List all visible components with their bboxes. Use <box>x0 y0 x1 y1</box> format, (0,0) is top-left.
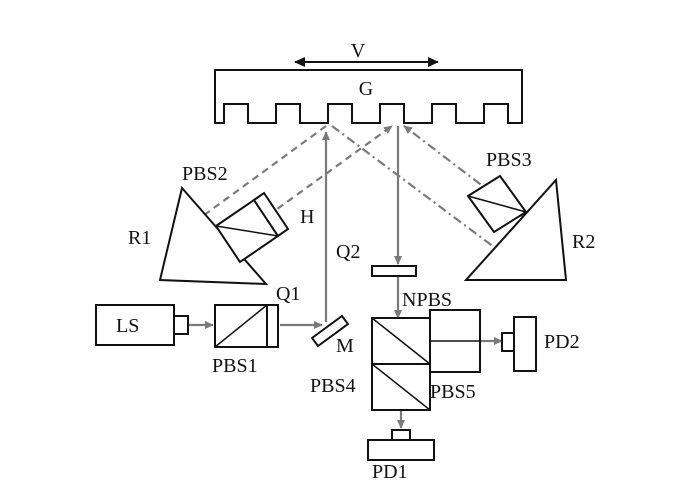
halfwave-plate-h <box>252 191 290 238</box>
ls-label: LS <box>116 315 139 337</box>
grating <box>214 69 523 124</box>
pbs4-cube <box>371 363 431 411</box>
pd1-label: PD1 <box>372 461 408 483</box>
quarter-wave-plate-q2 <box>371 265 417 277</box>
h-label: H <box>300 206 314 228</box>
npbs-label: NPBS <box>402 289 452 311</box>
q1-label: Q1 <box>276 283 300 305</box>
beam-grating-to-r2 <box>331 125 523 269</box>
npbs-cube <box>371 317 431 365</box>
pbs2-label: PBS2 <box>182 163 228 185</box>
m-label: M <box>336 335 354 357</box>
photodetector-pd1 <box>367 429 435 461</box>
retroreflector-r2 <box>463 177 568 281</box>
pbs4-label: PBS4 <box>310 375 356 397</box>
pbs3-cube <box>466 174 528 234</box>
pbs5-label: PBS5 <box>430 381 476 403</box>
pd2-label: PD2 <box>544 331 580 353</box>
r1-label: R1 <box>128 227 151 249</box>
mirror-m <box>310 314 350 348</box>
photodetector-pd2 <box>501 316 537 372</box>
beam-r2-to-grating <box>403 125 557 243</box>
beam-paths <box>169 125 557 429</box>
pbs2-cube <box>214 198 280 264</box>
q2-label: Q2 <box>336 241 360 263</box>
quarter-wave-plate-q1 <box>266 304 279 348</box>
pbs3-label: PBS3 <box>486 149 532 171</box>
velocity-label: V <box>351 40 366 62</box>
r2-label: R2 <box>572 231 595 253</box>
pbs5-cube <box>429 309 481 373</box>
laser-source-ls <box>95 304 189 346</box>
grating-label: G <box>359 78 373 100</box>
pbs1-label: PBS1 <box>212 355 258 377</box>
pbs1-cube <box>214 304 268 348</box>
